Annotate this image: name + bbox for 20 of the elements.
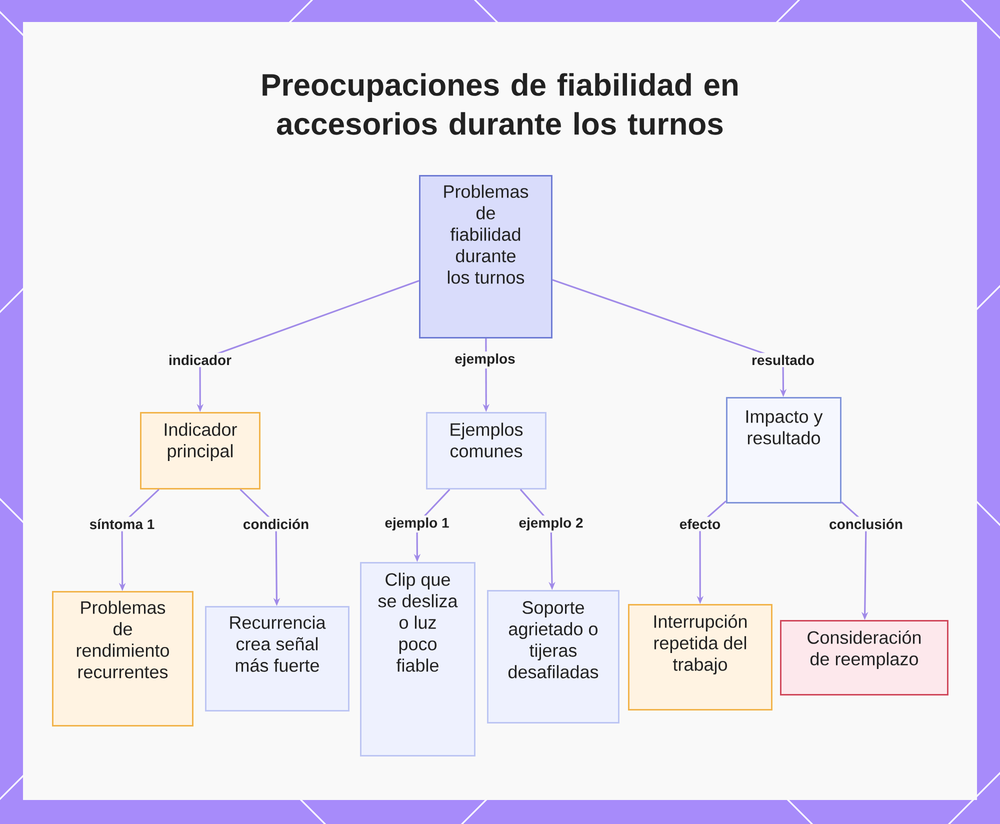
detail-box: Consideración de reemplazo [780,620,948,696]
edge-label: síntoma 1 [87,516,157,532]
detail-box: Interrupción repetida del trabajo [628,604,772,710]
detail-box: Problemas de rendimiento recurrentes [52,591,194,726]
edge-label: ejemplo 1 [382,515,452,533]
edge-label: ejemplos [452,351,518,369]
detail-box: Soporte agrietado o tijeras desafiladas [487,590,620,724]
edge-label: indicador [166,352,234,368]
detail-box: Recurrencia crea señal más fuerte [205,606,350,712]
title: Preocupaciones de fiabilidad en accesorios durante los turnos [262,73,738,135]
edge-label: ejemplo 2 [516,515,586,533]
category-box: Ejemplos comunes [426,412,546,490]
edge-label: conclusión [827,516,905,532]
edge-label: resultado [750,352,817,368]
category-box: Indicador principal [140,412,260,490]
edge-label: condición [240,516,312,532]
detail-box: Clip que se desliza o luz poco fiable [360,562,476,756]
topic-box: Problemas de fiabilidad durante los turnos [419,175,552,338]
category-box: Impacto y resultado [726,397,842,504]
edge-label: efecto [677,516,723,532]
